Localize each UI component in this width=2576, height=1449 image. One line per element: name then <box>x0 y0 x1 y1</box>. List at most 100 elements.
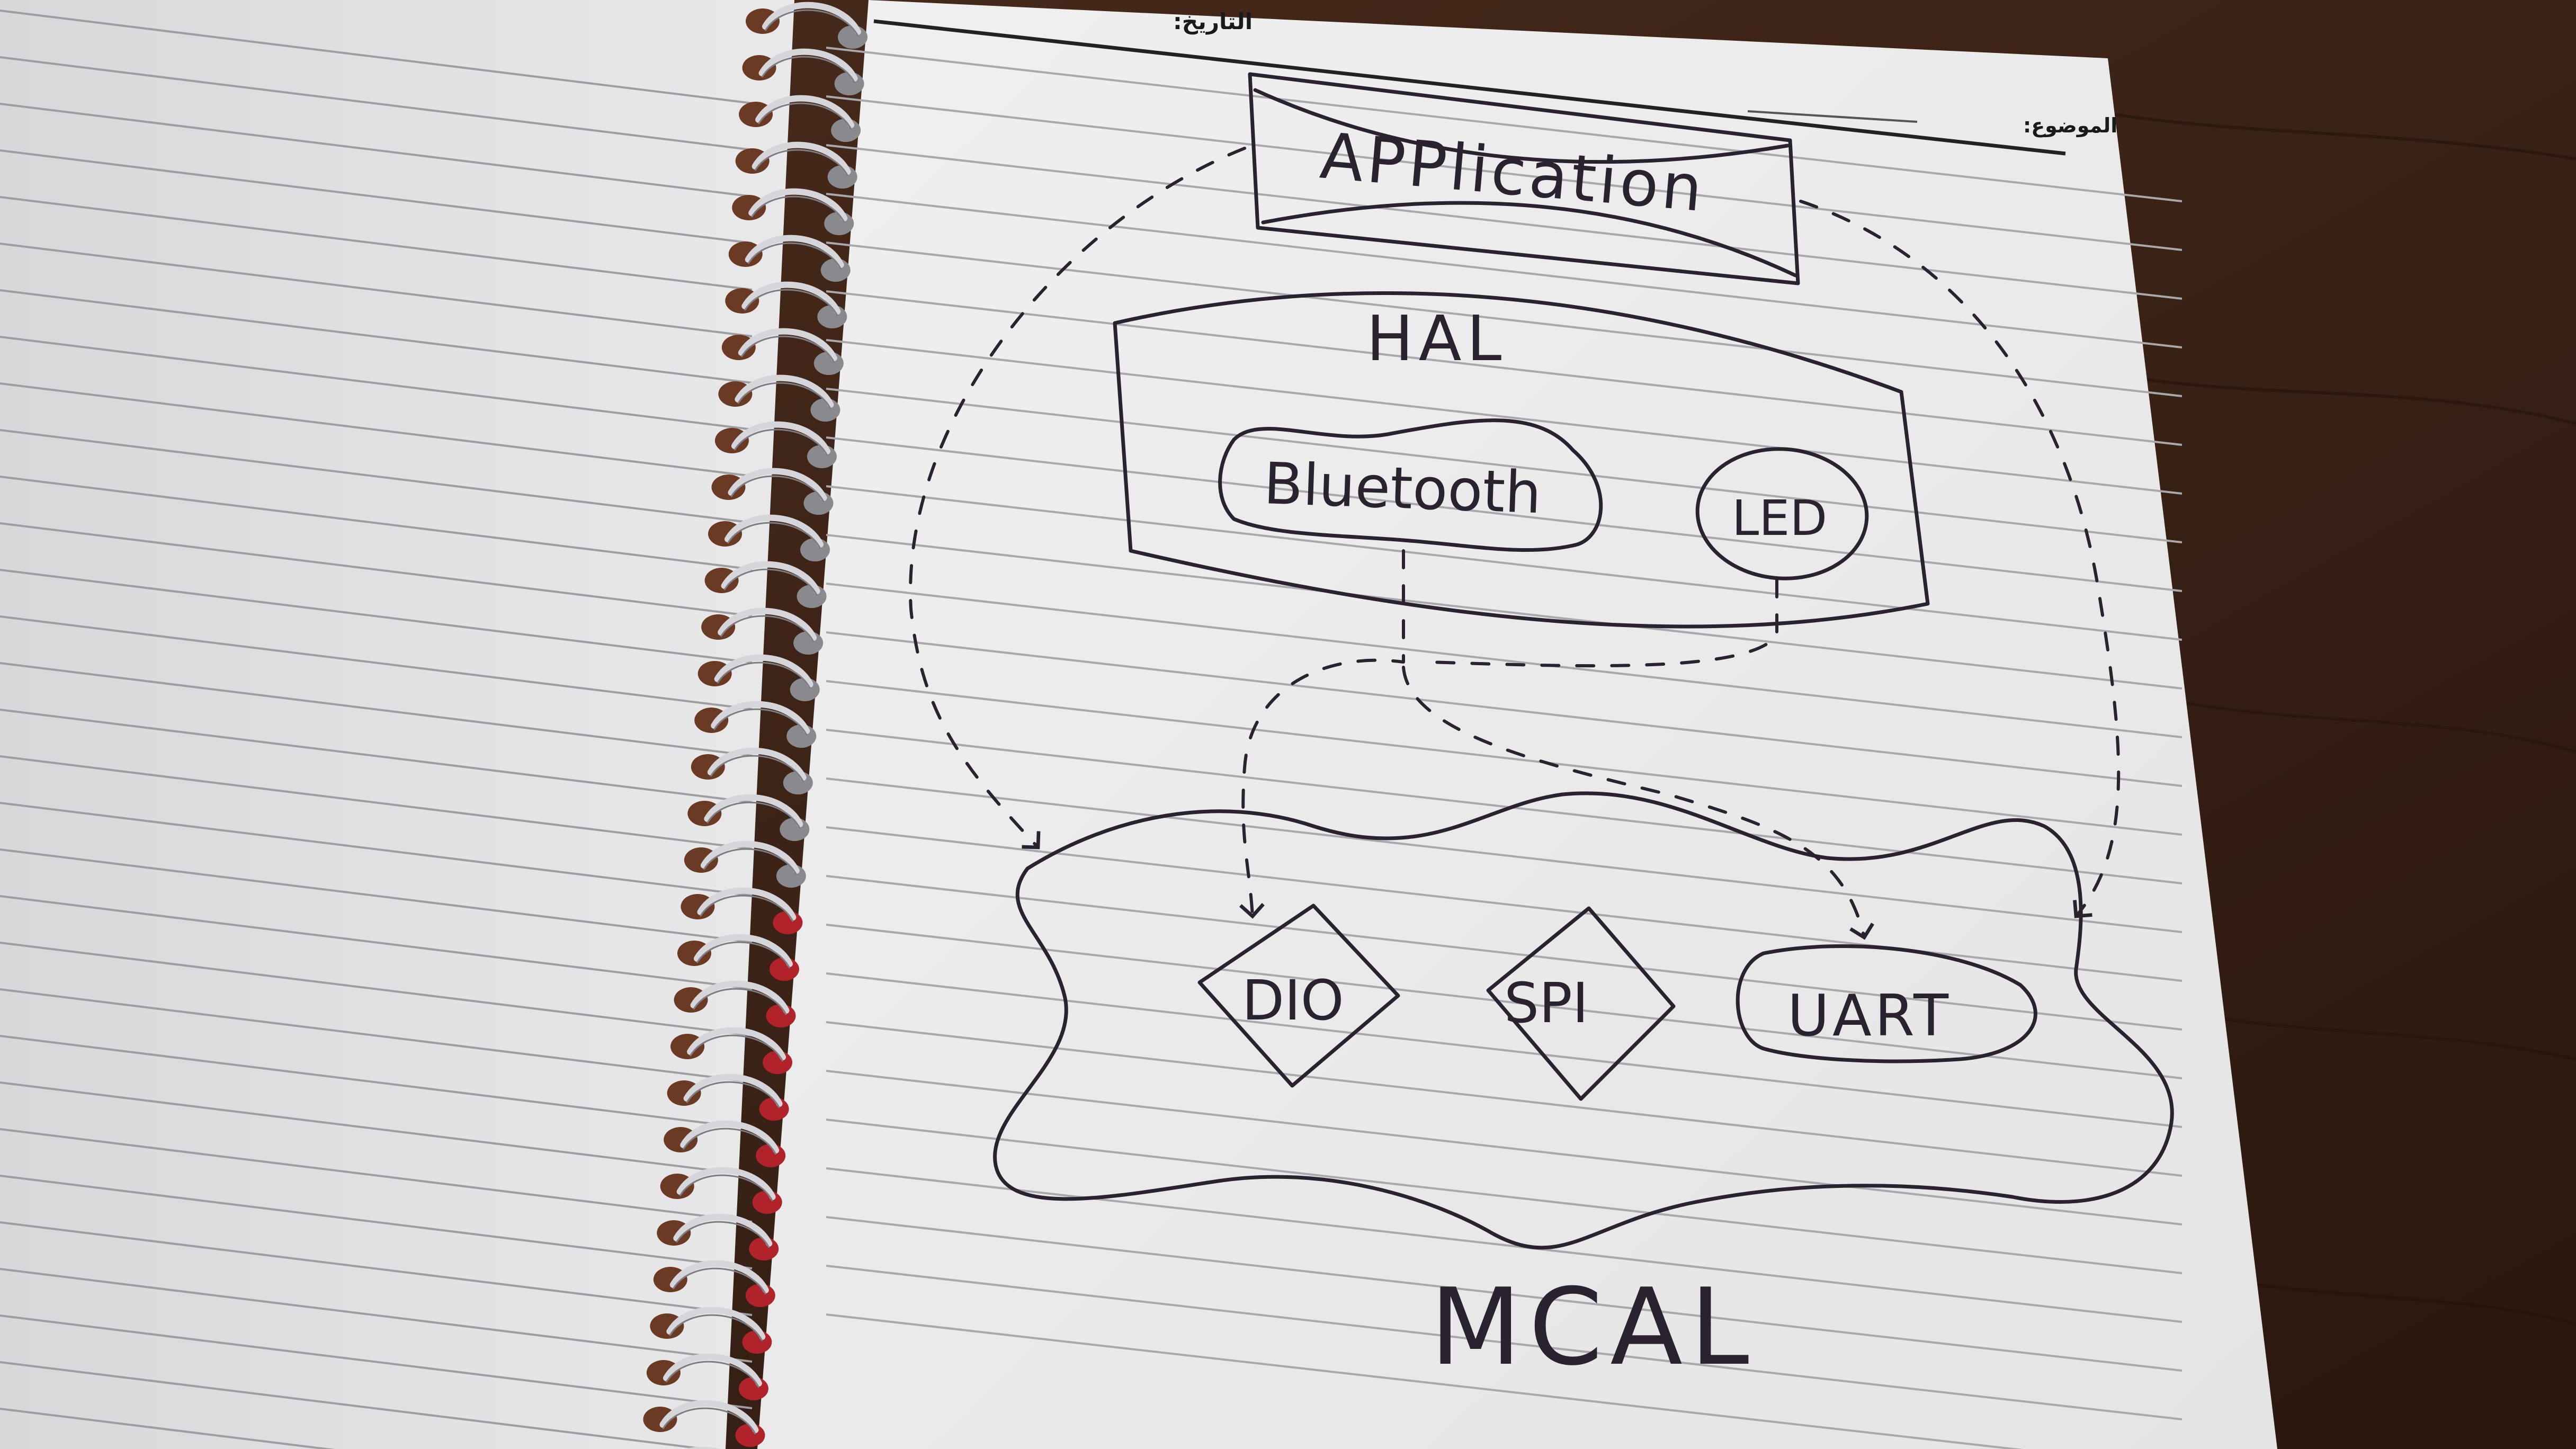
ruled-line <box>0 476 753 570</box>
left-page-ruled-lines <box>0 10 753 1449</box>
spiral-coil <box>732 188 854 235</box>
spiral-coil <box>670 1027 793 1074</box>
ruled-line <box>0 1128 753 1223</box>
ruled-line <box>826 339 2183 495</box>
ruled-line <box>0 522 753 617</box>
spiral-coil <box>667 1074 789 1121</box>
ruled-line <box>0 895 753 990</box>
spiral-coil <box>657 1213 779 1260</box>
ruled-line <box>0 429 753 524</box>
spiral-coil <box>742 48 864 95</box>
spiral-coil <box>718 374 840 422</box>
ruled-line <box>826 1119 2183 1274</box>
arrow-bluetooth-to-dio <box>1239 549 1405 919</box>
ruled-line <box>826 583 2183 738</box>
ruled-line <box>0 1035 753 1130</box>
ruled-line <box>0 1268 753 1363</box>
led-ellipse <box>1695 447 1869 580</box>
uart-label: UART <box>1787 983 1952 1049</box>
ruled-line <box>0 1175 753 1269</box>
ruled-line <box>826 241 2183 397</box>
spiral-binding <box>643 2 867 1449</box>
ruled-line <box>826 777 2183 933</box>
ruled-line <box>0 569 753 664</box>
ruled-line <box>0 1361 714 1449</box>
uart-ellipse <box>1736 944 2037 1063</box>
spiral-coil <box>684 840 806 888</box>
ruled-line <box>0 709 753 803</box>
ruled-line <box>0 1221 753 1316</box>
spiral-coil <box>664 1120 786 1167</box>
spiral-coil <box>711 468 834 515</box>
application-inner-curves <box>1253 88 1797 278</box>
mcal-blob <box>992 791 2174 1250</box>
arrow-led-to-dio <box>1428 578 1778 668</box>
spiral-coil <box>728 235 851 282</box>
dependency-arrows <box>909 147 2121 940</box>
spiral-coil <box>687 794 810 841</box>
spiral-coil <box>714 421 837 468</box>
subject-label: الموضوع: <box>2023 114 2117 137</box>
spiral-coil <box>650 1307 772 1354</box>
ruled-line <box>0 988 753 1083</box>
ruled-line <box>826 95 2183 251</box>
ruled-line <box>826 144 2183 300</box>
ruled-line <box>0 1408 336 1449</box>
dio-label: DIO <box>1242 968 1344 1033</box>
ruled-line <box>826 972 2183 1128</box>
spiral-coil <box>704 561 827 608</box>
hal-box <box>1113 291 1930 629</box>
diagram <box>909 72 2174 1250</box>
application-box <box>1248 72 1800 285</box>
ruled-line <box>0 289 753 384</box>
ruled-line <box>0 848 753 943</box>
bluetooth-blob <box>1218 418 1603 552</box>
ruled-line <box>826 875 2183 1031</box>
right-page <box>757 0 2277 1449</box>
ruled-line <box>826 1070 2183 1226</box>
ruled-line <box>0 336 753 431</box>
spiral-coil <box>674 980 796 1027</box>
bluetooth-label: Bluetooth <box>1263 451 1542 526</box>
ruled-line <box>826 729 2183 884</box>
ruled-line <box>0 1314 753 1409</box>
spiral-coil <box>739 95 861 142</box>
ruled-line <box>0 615 753 710</box>
spiral-coil <box>660 1167 782 1214</box>
ruled-line <box>0 802 753 897</box>
ruled-line <box>826 1167 2183 1323</box>
spiral-coil <box>691 747 813 794</box>
ruled-line <box>826 290 2183 446</box>
ruled-line <box>0 1081 753 1176</box>
mcal-label: MCAL <box>1430 1266 1756 1389</box>
ruled-line <box>826 193 2183 348</box>
led-label: LED <box>1732 490 1827 547</box>
ruled-line <box>826 47 2183 202</box>
ruled-line <box>0 56 753 151</box>
ruled-line <box>0 942 753 1036</box>
ruled-line <box>0 662 753 757</box>
ruled-line <box>826 1021 2183 1177</box>
spiral-coil <box>681 887 803 934</box>
arrow-application-to-mcal <box>909 147 1246 849</box>
ruled-line <box>826 436 2183 592</box>
spi-label: SPI <box>1504 971 1588 1035</box>
diagram-labels: APPlication HAL Bluetooth LED DIO SPI UA… <box>1242 119 1952 1389</box>
spiral-coil <box>694 701 817 748</box>
arrow-application-to-uart-region <box>1799 200 2121 918</box>
ruled-line <box>0 103 753 198</box>
ruled-line <box>0 243 753 337</box>
ruled-line <box>0 382 753 477</box>
ruled-line <box>0 755 753 850</box>
spiral-coil <box>653 1260 775 1307</box>
spiral-coil <box>646 1353 768 1400</box>
ruled-line <box>0 149 753 244</box>
spiral-coil <box>708 514 830 561</box>
hal-label: HAL <box>1366 302 1507 375</box>
date-label: التاريخ: <box>1173 8 1253 35</box>
spiral-coil <box>697 654 820 701</box>
ruled-line <box>0 10 753 104</box>
ruled-line <box>826 1265 2183 1420</box>
